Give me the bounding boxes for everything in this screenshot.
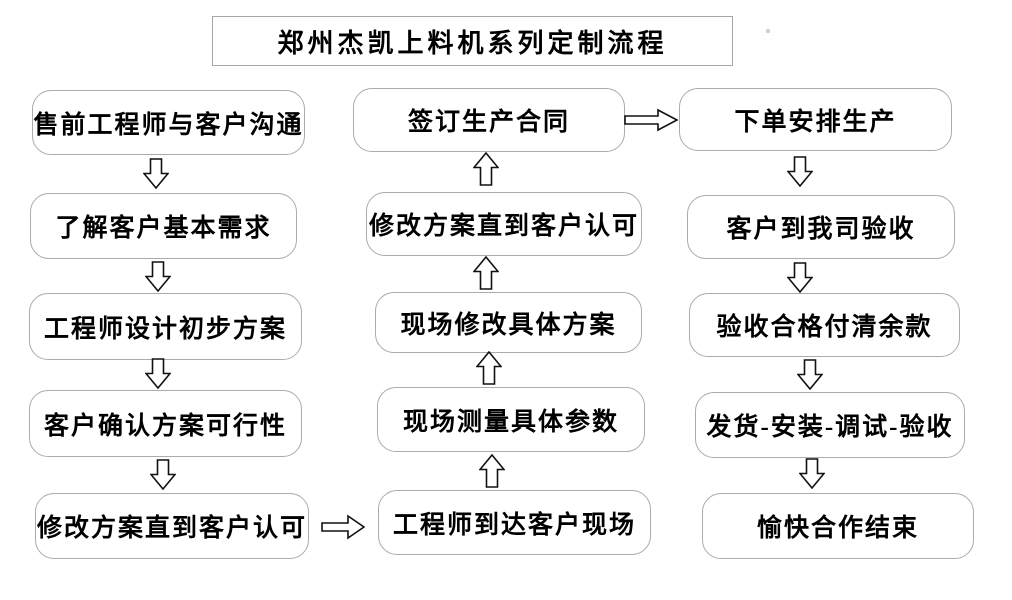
node-ship-install-debug-accept: 发货-安装-调试-验收 bbox=[695, 392, 965, 458]
node-place-order: 下单安排生产 bbox=[679, 88, 952, 151]
arrow-down-icon bbox=[787, 156, 813, 187]
arrow-up-icon bbox=[479, 454, 505, 488]
node-revise-until-approved: 修改方案直到客户认可 bbox=[35, 493, 309, 559]
arrow-up-icon bbox=[473, 152, 499, 186]
arrow-down-icon bbox=[150, 459, 176, 490]
arrow-down-icon bbox=[799, 458, 825, 489]
node-happy-cooperation-end: 愉快合作结束 bbox=[702, 493, 974, 559]
flowchart-title-box: 郑州杰凯上料机系列定制流程 bbox=[212, 16, 733, 66]
arrow-up-icon bbox=[473, 256, 499, 290]
node-engineer-arrives: 工程师到达客户现场 bbox=[378, 490, 651, 555]
arrow-down-icon bbox=[787, 262, 813, 293]
stray-dot bbox=[766, 29, 770, 33]
node-understand-needs: 了解客户基本需求 bbox=[30, 193, 297, 259]
flowchart-title: 郑州杰凯上料机系列定制流程 bbox=[277, 28, 668, 58]
node-measure-parameters: 现场测量具体参数 bbox=[377, 387, 645, 452]
arrow-right-icon bbox=[624, 108, 678, 132]
node-initial-design: 工程师设计初步方案 bbox=[29, 293, 302, 360]
node-sign-contract: 签订生产合同 bbox=[353, 88, 625, 152]
node-presale-communication: 售前工程师与客户沟通 bbox=[32, 90, 305, 155]
node-pay-balance: 验收合格付清余款 bbox=[689, 293, 960, 357]
node-modify-plan-onsite: 现场修改具体方案 bbox=[375, 292, 642, 353]
arrow-down-icon bbox=[145, 261, 171, 292]
node-confirm-feasibility: 客户确认方案可行性 bbox=[29, 390, 302, 457]
arrow-down-icon bbox=[145, 358, 171, 389]
node-revise-onsite-until-approved: 修改方案直到客户认可 bbox=[366, 192, 642, 256]
arrow-up-icon bbox=[476, 351, 502, 385]
node-customer-inspection: 客户到我司验收 bbox=[687, 195, 955, 259]
arrow-right-icon bbox=[321, 514, 365, 540]
arrow-down-icon bbox=[797, 359, 823, 390]
arrow-down-icon bbox=[143, 158, 169, 189]
